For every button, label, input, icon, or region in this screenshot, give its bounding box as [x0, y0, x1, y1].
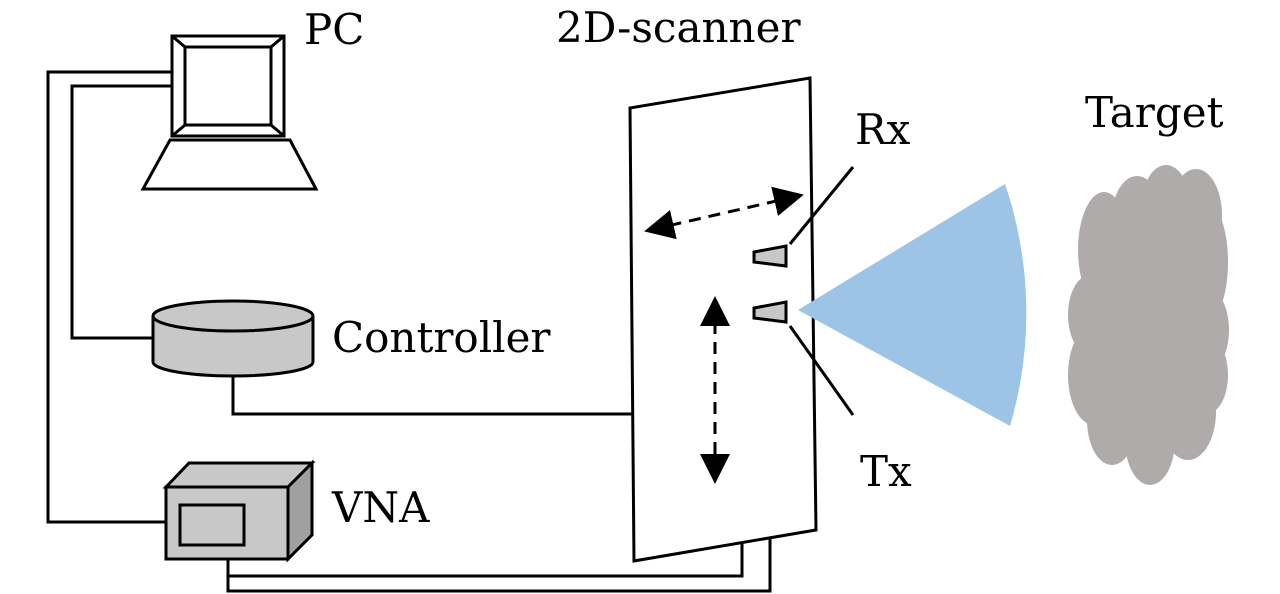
controller-icon — [151, 299, 315, 378]
rx-antenna — [752, 244, 788, 268]
rx-leader-line — [788, 166, 855, 245]
radiation-beam — [798, 184, 1027, 426]
pc-vna-cable — [46, 70, 172, 524]
vna-label: VNA — [331, 483, 430, 532]
rx-label: Rx — [855, 105, 911, 154]
vna-icon — [162, 459, 316, 563]
controller-scanner-cable — [231, 376, 638, 416]
pc-controller-cable — [70, 84, 172, 340]
tx-leader-line — [788, 325, 855, 416]
scanner-label: 2D-scanner — [556, 3, 801, 52]
target-label: Target — [1085, 88, 1224, 137]
horizontal-scan-arrow — [644, 186, 804, 240]
pc-icon — [140, 34, 319, 191]
target-cloud — [1068, 165, 1229, 485]
tx-antenna — [752, 300, 788, 324]
controller-label: Controller — [332, 313, 551, 362]
tx-label: Tx — [860, 447, 912, 496]
pc-label: PC — [304, 5, 364, 54]
scanner-panel — [628, 76, 818, 563]
